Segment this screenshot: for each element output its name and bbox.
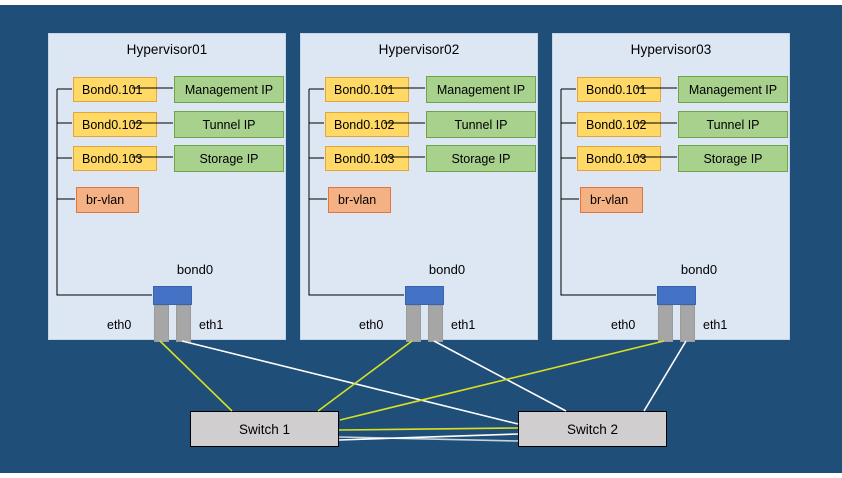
ip-box-2-2[interactable]: Tunnel IP <box>426 111 536 138</box>
vlan-box-3-1[interactable]: Bond0.101 <box>577 77 661 102</box>
bond-interface-1[interactable] <box>153 286 192 305</box>
vlan-box-label: Bond0.101 <box>586 82 647 97</box>
bond-label-1: bond0 <box>176 262 214 277</box>
ip-box-label: Management IP <box>688 82 778 97</box>
vlan-box-3-2[interactable]: Bond0.102 <box>577 112 661 137</box>
vlan-box-label: Bond0.102 <box>334 117 395 132</box>
ip-box-2-3[interactable]: Storage IP <box>426 145 536 172</box>
ip-box-label: Tunnel IP <box>706 117 760 132</box>
ip-box-2-1[interactable]: Management IP <box>426 76 536 103</box>
bond-interface-3[interactable] <box>657 286 696 305</box>
switch-2-label: Switch 2 <box>566 421 619 437</box>
vlan-box-2-3[interactable]: Bond0.103 <box>325 146 409 171</box>
vlan-box-3-3[interactable]: Bond0.103 <box>577 146 661 171</box>
eth1-nic-3[interactable] <box>680 305 695 342</box>
eth1-nic-1[interactable] <box>176 305 191 342</box>
vlan-box-2-1[interactable]: Bond0.101 <box>325 77 409 102</box>
hypervisor-title-2: Hypervisor02 <box>378 42 460 57</box>
vlan-box-label: Bond0.101 <box>82 82 143 97</box>
eth0-nic-2[interactable] <box>406 305 421 342</box>
ip-box-label: Management IP <box>184 82 274 97</box>
brvlan-label: br-vlan <box>86 193 125 207</box>
vlan-box-1-1[interactable]: Bond0.101 <box>73 77 157 102</box>
vlan-box-label: Bond0.103 <box>586 151 647 166</box>
bond-label-2: bond0 <box>428 262 466 277</box>
bond-interface-2[interactable] <box>405 286 444 305</box>
ip-box-3-3[interactable]: Storage IP <box>678 145 788 172</box>
vlan-box-label: Bond0.101 <box>334 82 395 97</box>
eth0-nic-3[interactable] <box>658 305 673 342</box>
brvlan-label: br-vlan <box>338 193 377 207</box>
vlan-box-label: Bond0.103 <box>82 151 143 166</box>
eth0-label-3: eth0 <box>611 318 636 332</box>
hypervisor-title-1: Hypervisor01 <box>126 42 208 57</box>
hypervisor-panel-1[interactable]: Hypervisor01 Bond0.101 Management IP Bon… <box>48 33 286 342</box>
ip-box-1-1[interactable]: Management IP <box>174 76 284 103</box>
eth1-label-1: eth1 <box>199 318 224 332</box>
eth1-label-3: eth1 <box>703 318 728 332</box>
hypervisor-panel-2[interactable]: Hypervisor02 Bond0.101 Management IP Bon… <box>300 33 538 342</box>
vlan-box-1-3[interactable]: Bond0.103 <box>73 146 157 171</box>
eth0-label-1: eth0 <box>107 318 132 332</box>
eth1-label-2: eth1 <box>451 318 476 332</box>
switch-1[interactable]: Switch 1 <box>190 411 339 447</box>
ip-box-3-1[interactable]: Management IP <box>678 76 788 103</box>
ip-box-label: Tunnel IP <box>202 117 256 132</box>
brvlan-box-2[interactable]: br-vlan <box>328 187 391 213</box>
eth1-nic-2[interactable] <box>428 305 443 342</box>
vlan-box-label: Bond0.103 <box>334 151 395 166</box>
brvlan-box-3[interactable]: br-vlan <box>580 187 643 213</box>
ip-box-3-2[interactable]: Tunnel IP <box>678 111 788 138</box>
vlan-box-label: Bond0.102 <box>82 117 143 132</box>
ip-box-label: Storage IP <box>451 151 511 166</box>
hypervisor-title-3: Hypervisor03 <box>630 42 712 57</box>
brvlan-label: br-vlan <box>590 193 629 207</box>
switch-1-label: Switch 1 <box>238 421 291 437</box>
brvlan-box-1[interactable]: br-vlan <box>76 187 139 213</box>
eth0-label-2: eth0 <box>359 318 384 332</box>
ip-box-1-2[interactable]: Tunnel IP <box>174 111 284 138</box>
eth0-nic-1[interactable] <box>154 305 169 342</box>
vlan-box-1-2[interactable]: Bond0.102 <box>73 112 157 137</box>
ip-box-label: Management IP <box>436 82 526 97</box>
ip-box-1-3[interactable]: Storage IP <box>174 145 284 172</box>
vlan-box-2-2[interactable]: Bond0.102 <box>325 112 409 137</box>
vlan-box-label: Bond0.102 <box>586 117 647 132</box>
switch-2[interactable]: Switch 2 <box>518 411 667 447</box>
ip-box-label: Storage IP <box>199 151 259 166</box>
hypervisor-panel-3[interactable]: Hypervisor03 Bond0.101 Management IP Bon… <box>552 33 790 342</box>
bond-label-3: bond0 <box>680 262 718 277</box>
ip-box-label: Tunnel IP <box>454 117 508 132</box>
ip-box-label: Storage IP <box>703 151 763 166</box>
